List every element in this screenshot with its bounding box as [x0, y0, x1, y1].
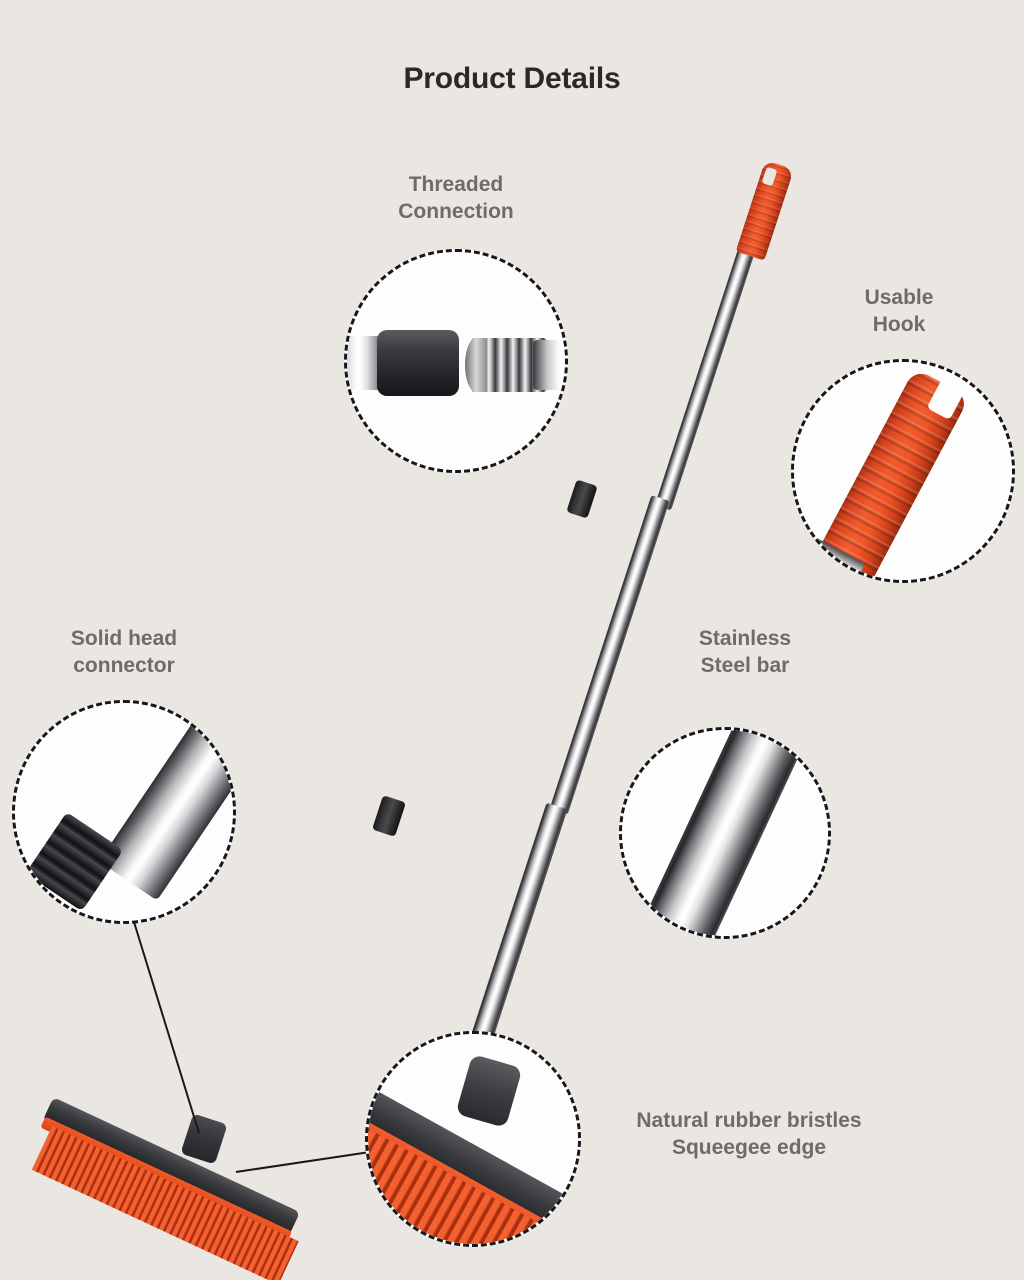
stainless-steel-pole-upper	[654, 229, 761, 511]
head-connector	[180, 1113, 228, 1165]
callout-label-rubber-bristles: Natural rubber bristles Squeegee edge	[636, 1109, 862, 1159]
inset-solid-chrome-tube	[98, 703, 233, 901]
zoom-inner-stainless-steel-bar	[622, 730, 828, 936]
callout-label-stainless-steel-bar: Stainless Steel bar	[698, 627, 792, 677]
zoom-inner-rubber-bristles	[368, 1034, 578, 1244]
broom-head	[31, 1070, 323, 1280]
page-title: Product Details	[403, 62, 621, 95]
zoom-circle-rubber-bristles	[365, 1031, 581, 1247]
callout-label-threaded-connection: Threaded Connection	[398, 173, 514, 223]
inset-black-ribbed-connector	[25, 811, 124, 912]
zoom-inner-solid-head-connector	[15, 703, 233, 921]
callout-label-solid-head-connector: Solid head connector	[70, 627, 178, 677]
zoom-circle-threaded-connection	[344, 249, 568, 473]
zoom-inner-threaded-connection	[347, 252, 565, 470]
inset-black-socket	[377, 330, 459, 396]
zoom-circle-solid-head-connector	[12, 700, 236, 924]
inset-chrome-tube-right	[533, 340, 565, 390]
zoom-circle-stainless-steel-bar	[619, 727, 831, 939]
callout-label-usable-hook: Usable Hook	[864, 286, 934, 336]
inset-steel-bar	[623, 730, 817, 936]
lower-joint-collar	[372, 795, 406, 837]
upper-joint-collar	[566, 479, 598, 519]
zoom-circle-usable-hook	[791, 359, 1015, 583]
inset-head-connector	[455, 1054, 523, 1128]
inset-rod-tip	[465, 338, 487, 392]
zoom-inner-usable-hook	[794, 362, 1012, 580]
